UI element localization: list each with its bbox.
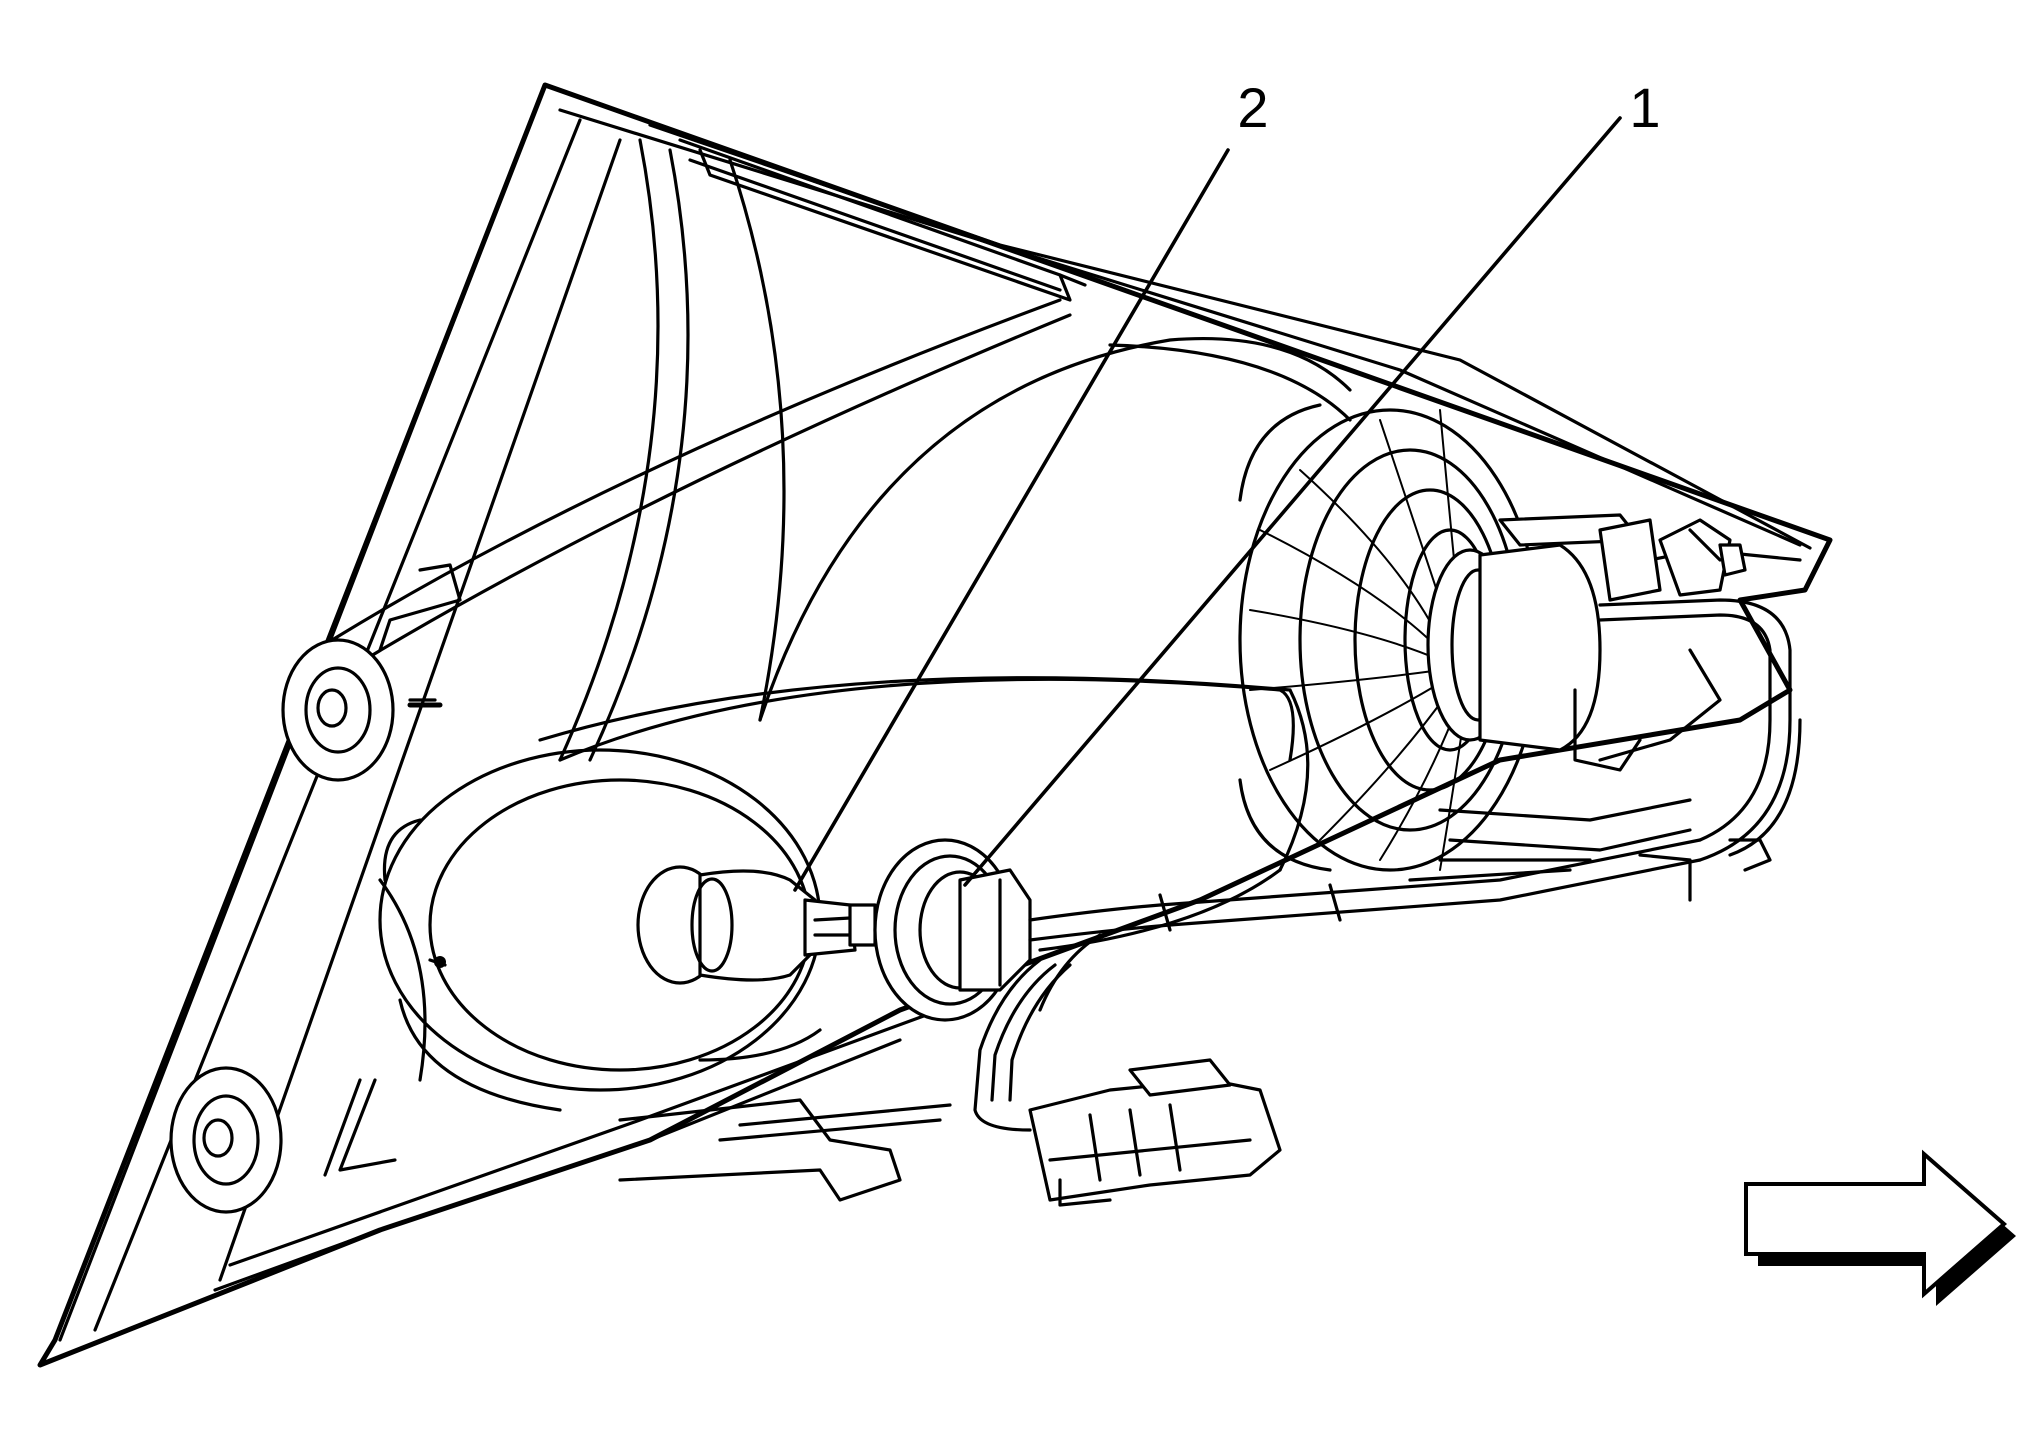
bulb-socket	[873, 838, 1032, 1022]
wiring-harness	[973, 598, 1802, 1132]
mounting-boss-lower	[169, 1066, 283, 1214]
callout-1-leader	[963, 116, 1622, 887]
callout-1-label: 1	[1629, 76, 1660, 139]
mounting-boss-upper	[281, 638, 395, 782]
bulb	[636, 865, 877, 985]
callout-2-label: 2	[1237, 76, 1268, 139]
right-bulb-socket	[1426, 513, 1747, 772]
direction-arrow-right-icon	[1744, 1149, 2016, 1306]
callout-2-leader	[793, 148, 1230, 892]
harness-connector	[1028, 1058, 1282, 1207]
